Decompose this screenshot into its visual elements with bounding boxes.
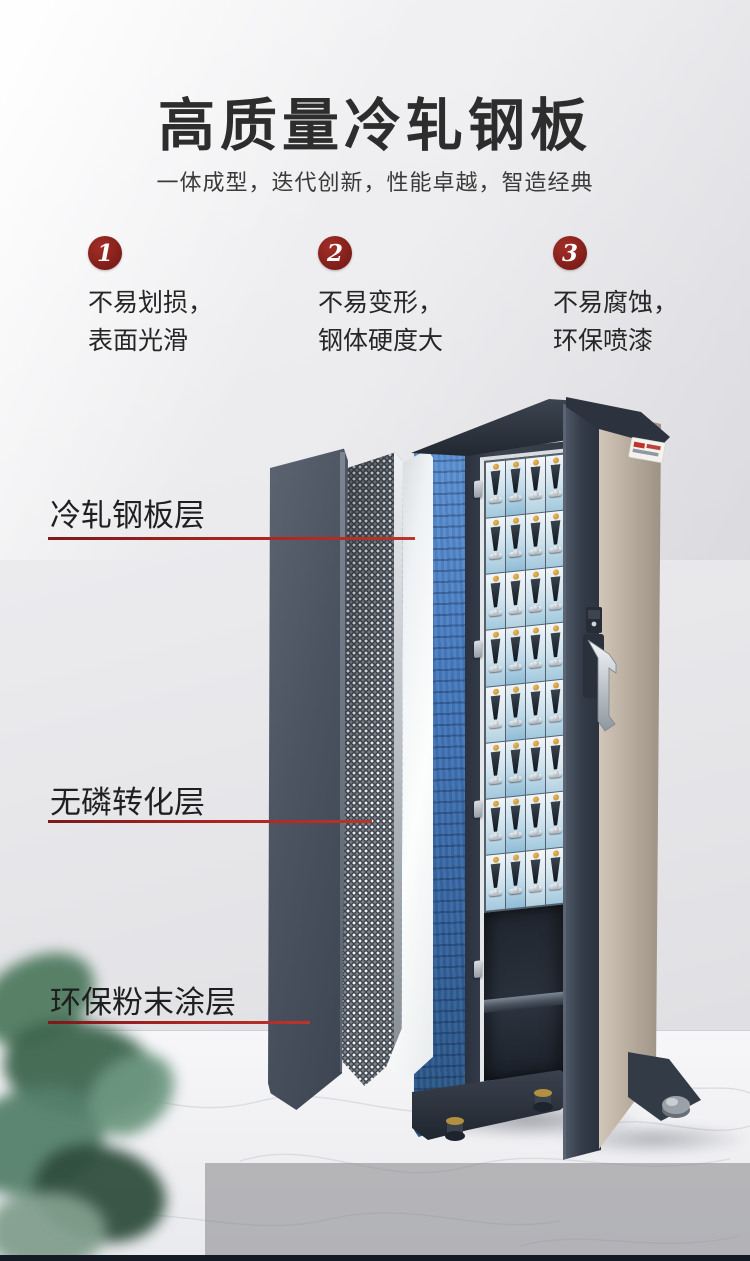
cabinet-door-graphic bbox=[411, 397, 701, 1160]
floor-shadow-band bbox=[205, 1163, 750, 1255]
door-handle bbox=[583, 634, 617, 732]
layer-label-steel: 冷轧钢板层 bbox=[50, 498, 205, 533]
layer-steel-plate-panel bbox=[268, 448, 348, 1110]
steel-plate-edge bbox=[340, 452, 345, 1072]
mesh-chrome-edge bbox=[394, 452, 403, 1072]
leader-line bbox=[48, 537, 415, 540]
layer-label-powder: 环保粉末涂层 bbox=[50, 985, 236, 1020]
page-subtitle: 一体成型，迭代创新，性能卓越，智造经典 bbox=[156, 170, 594, 195]
number-badge-icon: 1 bbox=[88, 236, 122, 270]
number-badge-icon: 3 bbox=[553, 236, 587, 270]
door-lock bbox=[586, 607, 602, 633]
page-title: 高质量冷轧钢板 bbox=[158, 94, 592, 158]
number-badge-icon: 2 bbox=[318, 236, 352, 270]
cabinet-foot bbox=[445, 1117, 465, 1141]
layer-label-conversion: 无磷转化层 bbox=[50, 785, 205, 820]
section-divider bbox=[0, 1255, 750, 1261]
feature-item-2: 2 不易变形，钢体硬度大 bbox=[318, 236, 443, 360]
leader-line bbox=[48, 820, 372, 823]
cabinet-plinth bbox=[412, 1070, 588, 1140]
leader-line bbox=[48, 1021, 310, 1024]
feature-text: 不易划损，表面光滑 bbox=[88, 289, 214, 355]
feature-item-3: 3 不易腐蚀，环保喷漆 bbox=[553, 236, 678, 360]
door-inner-edge bbox=[566, 403, 601, 1159]
door-caster bbox=[662, 1096, 690, 1118]
feature-item-1: 1 不易划损，表面光滑 bbox=[88, 236, 213, 360]
feature-text: 不易变形，钢体硬度大 bbox=[318, 289, 444, 355]
door-face bbox=[599, 410, 661, 1149]
feature-text: 不易腐蚀，环保喷漆 bbox=[553, 289, 679, 355]
cabinet-foot bbox=[533, 1089, 553, 1112]
